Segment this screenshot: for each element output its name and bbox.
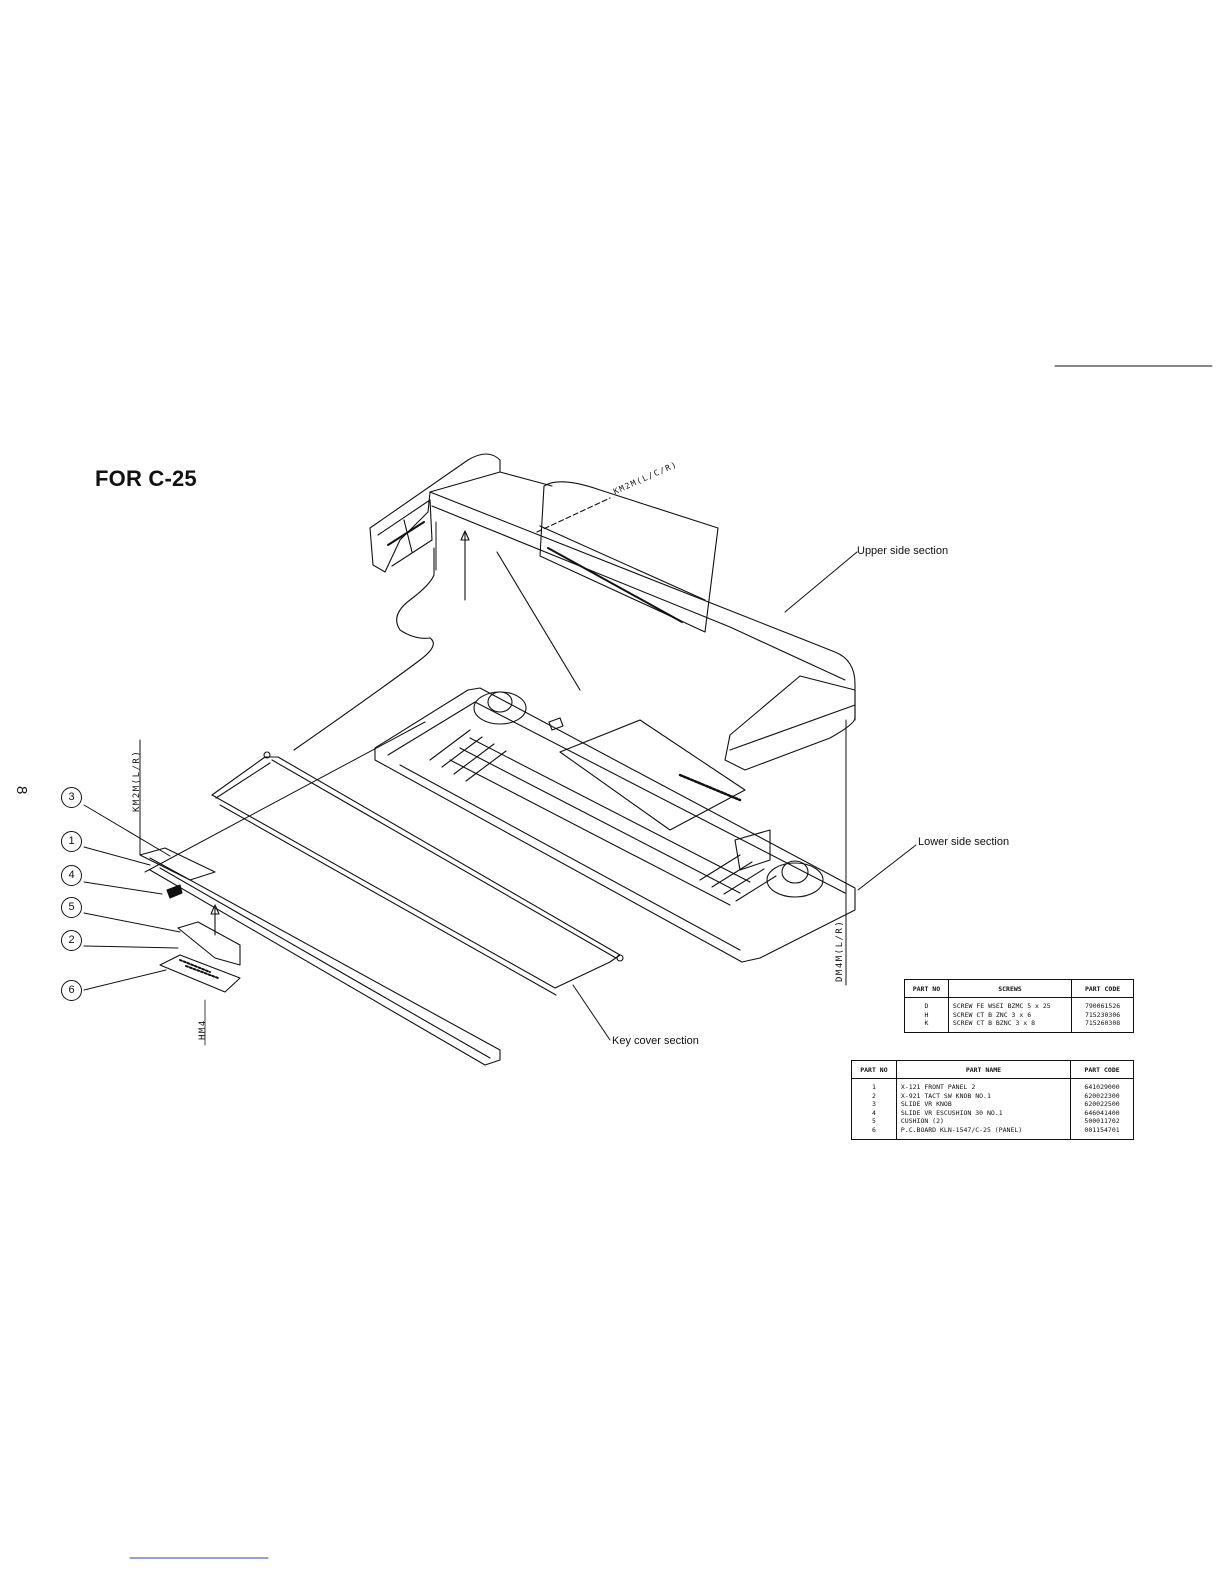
front-panel-drawing bbox=[139, 847, 241, 1046]
parts-table: PART NO PART NAME PART CODE 1 2 3 4 5 6 … bbox=[851, 1060, 1134, 1140]
screws-name-h: SCREW CT B ZNC 3 x 6 bbox=[952, 1010, 1032, 1019]
screws-part-no-cell: D H K bbox=[904, 997, 949, 1033]
parts-no-1: 1 bbox=[871, 1083, 876, 1091]
screws-header-part-no: PART NO bbox=[904, 979, 949, 998]
parts-code-5: 500011702 bbox=[1084, 1117, 1120, 1126]
parts-header-part-name: PART NAME bbox=[895, 1060, 1072, 1079]
parts-name-1: X-121 FRONT PANEL 2 bbox=[900, 1083, 976, 1091]
parts-code-1: 641029000 bbox=[1084, 1083, 1120, 1091]
parts-name-4: SLIDE VR ESCUSHION 30 NO.1 bbox=[900, 1108, 1003, 1117]
screw-label-bottom: HM4 bbox=[198, 1019, 208, 1040]
parts-name-2: X-921 TACT SW KNOB NO.1 bbox=[900, 1091, 991, 1100]
screws-part-no-k: K bbox=[924, 1019, 929, 1028]
key-cover-section-label: Key cover section bbox=[612, 1035, 699, 1047]
screws-part-no-h: H bbox=[924, 1010, 929, 1019]
callout-6: 6 bbox=[61, 980, 82, 1001]
screws-code-cell: 790061526 715230306 715260308 bbox=[1071, 997, 1134, 1033]
screws-table: PART NO SCREWS PART CODE D H K SCREW FE … bbox=[904, 979, 1134, 1033]
screw-label-right: DM4M(L/R) bbox=[835, 919, 845, 982]
parts-code-2: 620022300 bbox=[1084, 1091, 1120, 1100]
parts-code-4: 646041400 bbox=[1084, 1108, 1120, 1117]
callout-4: 4 bbox=[61, 865, 82, 886]
parts-code-cell: 641029000 620022300 620022500 646041400 … bbox=[1070, 1078, 1134, 1140]
screws-header-screws: SCREWS bbox=[947, 979, 1073, 998]
table-row: D H K SCREW FE WSEI BZMC 5 x 25 SCREW CT… bbox=[904, 997, 1134, 1033]
parts-name-5: CUSHION (2) bbox=[900, 1117, 944, 1126]
callout-5: 5 bbox=[61, 897, 82, 918]
parts-header-part-code: PART CODE bbox=[1070, 1060, 1134, 1079]
parts-name-6: P.C.BOARD KLN-1547/C-25 (PANEL) bbox=[900, 1125, 1023, 1134]
callout-1: 1 bbox=[61, 831, 82, 852]
screws-code-d: 790061526 bbox=[1084, 1002, 1121, 1010]
lower-side-section-label: Lower side section bbox=[918, 836, 1010, 848]
screws-name-cell: SCREW FE WSEI BZMC 5 x 25 SCREW CT B ZNC… bbox=[947, 997, 1073, 1033]
page-title: FOR C-25 bbox=[95, 466, 197, 491]
parts-code-3: 620022500 bbox=[1084, 1100, 1120, 1109]
screws-name-k: SCREW CT B BZNC 3 x 8 bbox=[952, 1019, 1036, 1028]
parts-no-4: 4 bbox=[871, 1108, 876, 1117]
parts-part-no-cell: 1 2 3 4 5 6 bbox=[851, 1078, 897, 1140]
parts-name-3: SLIDE VR KNOB bbox=[900, 1100, 952, 1109]
parts-no-5: 5 bbox=[871, 1117, 876, 1126]
lower-side-section-drawing bbox=[374, 687, 856, 963]
table-row: 1 2 3 4 5 6 X-121 FRONT PANEL 2 X-921 TA… bbox=[851, 1078, 1134, 1140]
screw-label-left: KM2M(L/R) bbox=[132, 749, 142, 812]
upper-side-section-drawing bbox=[293, 453, 856, 771]
screws-table-header: PART NO SCREWS PART CODE bbox=[904, 979, 1134, 998]
page-number: 8 bbox=[13, 786, 30, 795]
screws-code-h: 715230306 bbox=[1084, 1010, 1121, 1019]
leader-lines bbox=[83, 521, 917, 1041]
parts-no-3: 3 bbox=[871, 1100, 876, 1109]
screws-code-k: 715260308 bbox=[1084, 1019, 1121, 1028]
callout-3: 3 bbox=[61, 787, 82, 808]
parts-code-6: 001154701 bbox=[1084, 1125, 1120, 1134]
callout-2: 2 bbox=[61, 930, 82, 951]
parts-no-2: 2 bbox=[871, 1091, 876, 1100]
parts-header-part-no: PART NO bbox=[851, 1060, 897, 1079]
parts-name-cell: X-121 FRONT PANEL 2 X-921 TACT SW KNOB N… bbox=[895, 1078, 1072, 1140]
parts-no-6: 6 bbox=[871, 1125, 876, 1134]
screws-part-no-d: D bbox=[924, 1002, 929, 1010]
key-cover-section-drawing bbox=[149, 751, 624, 1066]
parts-table-header: PART NO PART NAME PART CODE bbox=[851, 1060, 1134, 1079]
screws-header-part-code: PART CODE bbox=[1071, 979, 1134, 998]
upper-side-section-label: Upper side section bbox=[857, 545, 949, 557]
screws-name-d: SCREW FE WSEI BZMC 5 x 25 bbox=[952, 1002, 1051, 1010]
